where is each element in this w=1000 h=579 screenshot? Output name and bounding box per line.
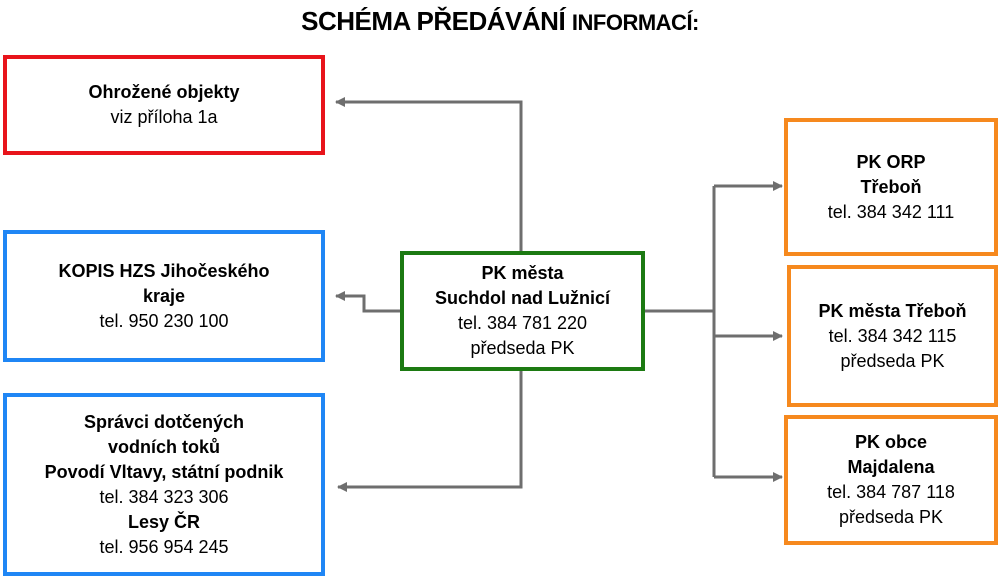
water-povodi-phone: tel. 384 323 306 [99,486,229,507]
box-pk-orp-trebon: PK ORP Třeboň tel. 384 342 111 [784,118,998,256]
majdalena-title-2: Majdalena [847,457,935,477]
orp-title-2: Třeboň [860,176,922,197]
water-title-1: Správci dotčených [83,411,245,432]
box-pk-mesta-trebon: PK města Třeboň tel. 384 342 115 předsed… [787,265,998,407]
center-role: předseda PK [470,338,575,358]
connector-kopis [335,291,401,313]
center-title-2: Suchdol nad Lužnicí [435,288,610,308]
diagram-title: SCHÉMA PŘEDÁVÁNÍ INFORMACÍ: [0,6,1000,37]
box-threatened-objects: Ohrožené objekty viz příloha 1a [3,55,325,155]
kopis-title-2: kraje [142,285,186,306]
box-kopis-hzs: KOPIS HZS Jihočeského kraje tel. 950 230… [3,230,325,362]
majdalena-title-1: PK obce [854,432,928,452]
trebon-phone: tel. 384 342 115 [828,325,957,346]
orp-phone: tel. 384 342 111 [827,201,955,222]
box-center-pk-suchdol: PK města Suchdol nad Lužnicí tel. 384 78… [400,251,645,371]
orp-title-1: PK ORP [856,151,926,172]
box-pk-obce-majdalena: PK obce Majdalena tel. 384 787 118 předs… [784,415,998,545]
majdalena-role: předseda PK [838,507,944,527]
trebon-role: předseda PK [840,350,945,371]
water-povodi: Povodí Vltavy, státní podnik [44,461,284,482]
kopis-title-1: KOPIS HZS Jihočeského [58,260,270,281]
threatened-note: viz příloha 1a [110,107,218,127]
water-title-2: vodních toků [108,436,220,457]
center-phone: tel. 384 781 220 [457,313,588,333]
connector-water [337,370,523,492]
title-rest: INFORMACÍ: [571,10,699,35]
connector-threatened [335,97,523,252]
box-water-managers: Správci dotčených vodních toků Povodí Vl… [3,393,325,576]
water-lesy-phone: tel. 956 954 245 [99,536,229,557]
water-lesy: Lesy ČR [127,511,201,532]
center-title-1: PK města [481,263,564,283]
kopis-phone: tel. 950 230 100 [99,310,229,331]
threatened-title: Ohrožené objekty [88,82,240,102]
majdalena-phone: tel. 384 787 118 [827,482,955,502]
title-main: SCHÉMA PŘEDÁVÁNÍ [301,6,566,36]
trebon-title: PK města Třeboň [818,300,967,321]
